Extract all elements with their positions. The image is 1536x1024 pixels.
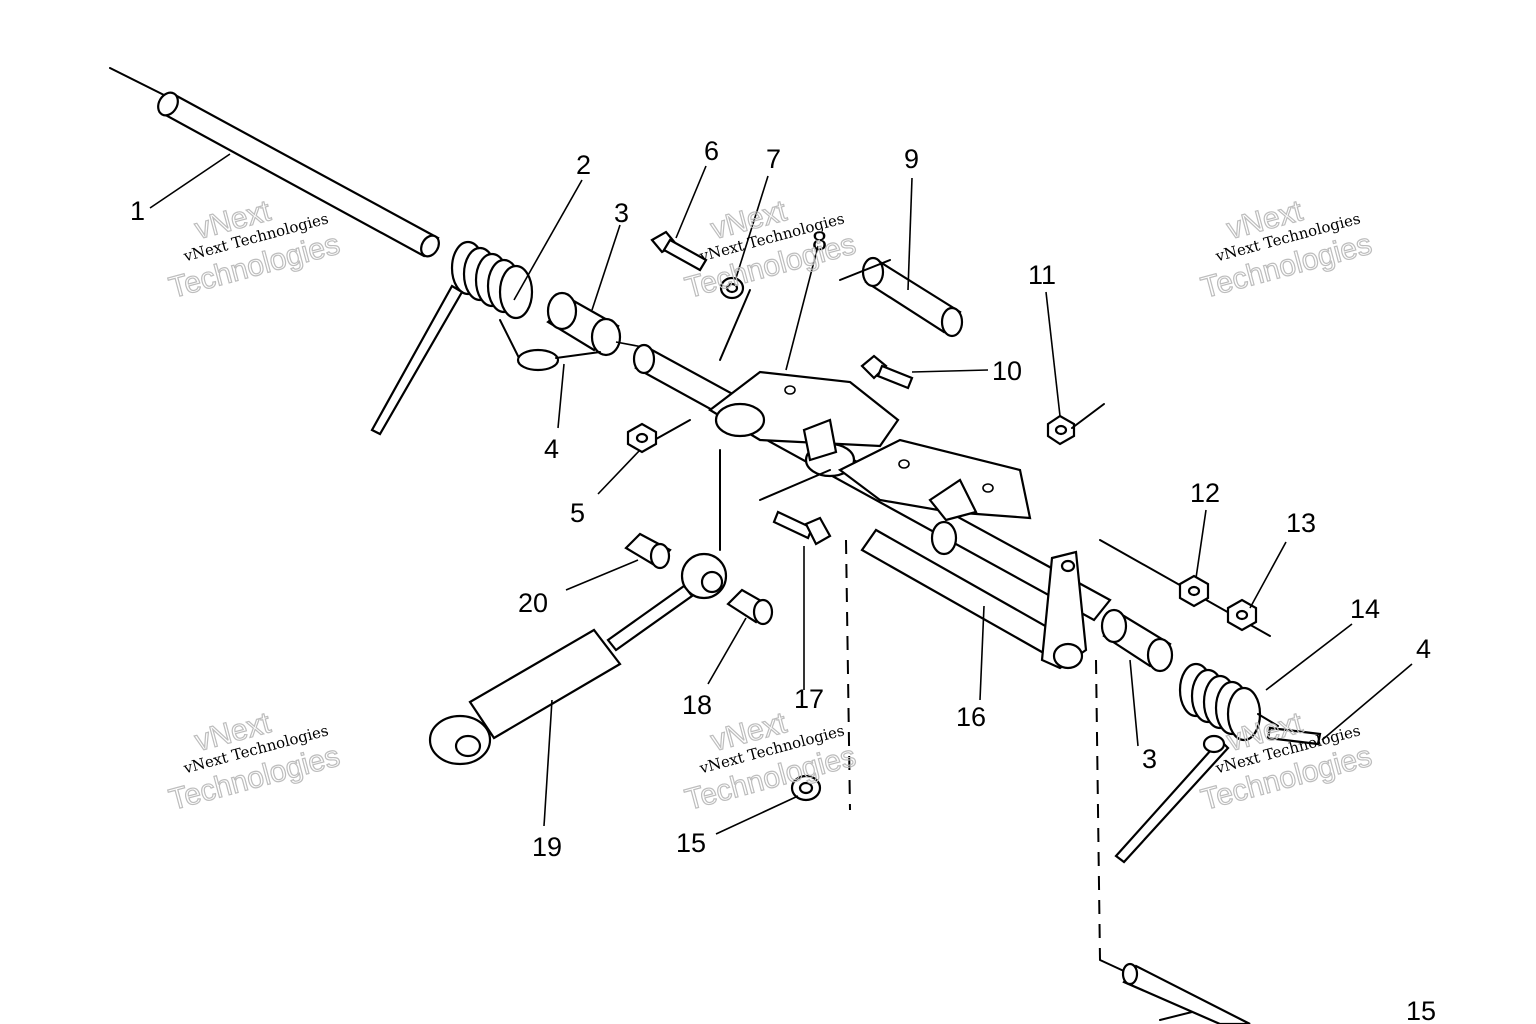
callout-19: 19 [532,832,562,862]
tube-part-1 [109,67,440,258]
bushing-part-18 [726,588,774,626]
callout-labels: 1 2 3 4 5 6 7 8 9 10 11 12 13 14 4 15 15… [130,136,1436,1024]
washer-part-7 [719,276,745,300]
watermark-top-center: vNext vNext Technologies Technologies [681,194,860,306]
main-shaft-part-16 [632,343,1112,662]
callout-4-left: 4 [544,434,559,464]
leader-lines [149,153,1413,835]
nut-part-11 [1046,403,1105,446]
callout-11: 11 [1028,260,1056,290]
torsion-spring-part-14 [1114,662,1279,864]
callout-6: 6 [704,136,719,166]
callout-20: 20 [518,588,548,618]
eye-hook-part-4 [516,348,601,372]
callout-3-upper: 3 [614,198,629,228]
callout-10: 10 [992,356,1022,386]
callout-5: 5 [570,498,585,528]
eye-hook-part-4-right [1202,726,1322,754]
callout-13: 13 [1286,508,1316,538]
nut-part-5 [626,422,658,454]
washer-part-15 [790,774,822,802]
shock-absorber-part-19 [428,552,728,766]
watermark-bottom-left: vNext vNext Technologies Technologies [165,706,344,818]
watermark-top-right: vNext vNext Technologies Technologies [1197,194,1376,306]
callout-15-mid: 15 [676,828,706,858]
bolt-part-17 [772,510,832,546]
bushing-part-3-upper [546,291,649,357]
torsion-spring-part-2 [370,240,534,436]
nut-part-12 [1178,574,1210,608]
bushing-part-3-lower [1100,608,1174,673]
roller-part-9 [861,256,964,338]
callout-12: 12 [1190,478,1220,508]
bracket-assembly [708,370,1088,670]
callout-9: 9 [904,144,919,174]
watermark-top-left: vNext vNext Technologies Technologies [165,194,344,306]
callout-1: 1 [130,196,145,226]
assembly-guide-lines [639,259,1271,961]
callout-18: 18 [682,690,712,720]
bolt-part-6 [650,230,708,272]
callout-17: 17 [794,684,824,714]
tube-part-15-bottom [1099,959,1251,1024]
callout-4-right: 4 [1416,634,1431,664]
bushing-part-20 [624,532,672,570]
callout-16: 16 [956,702,986,732]
nut-part-13 [1226,598,1258,632]
callout-15-bottom: 15 [1406,996,1436,1024]
callout-8: 8 [812,226,827,256]
callout-7: 7 [766,144,781,174]
callout-3-lower: 3 [1142,744,1157,774]
bolt-part-10 [860,354,914,390]
callout-2: 2 [576,150,591,180]
callout-14: 14 [1350,594,1380,624]
